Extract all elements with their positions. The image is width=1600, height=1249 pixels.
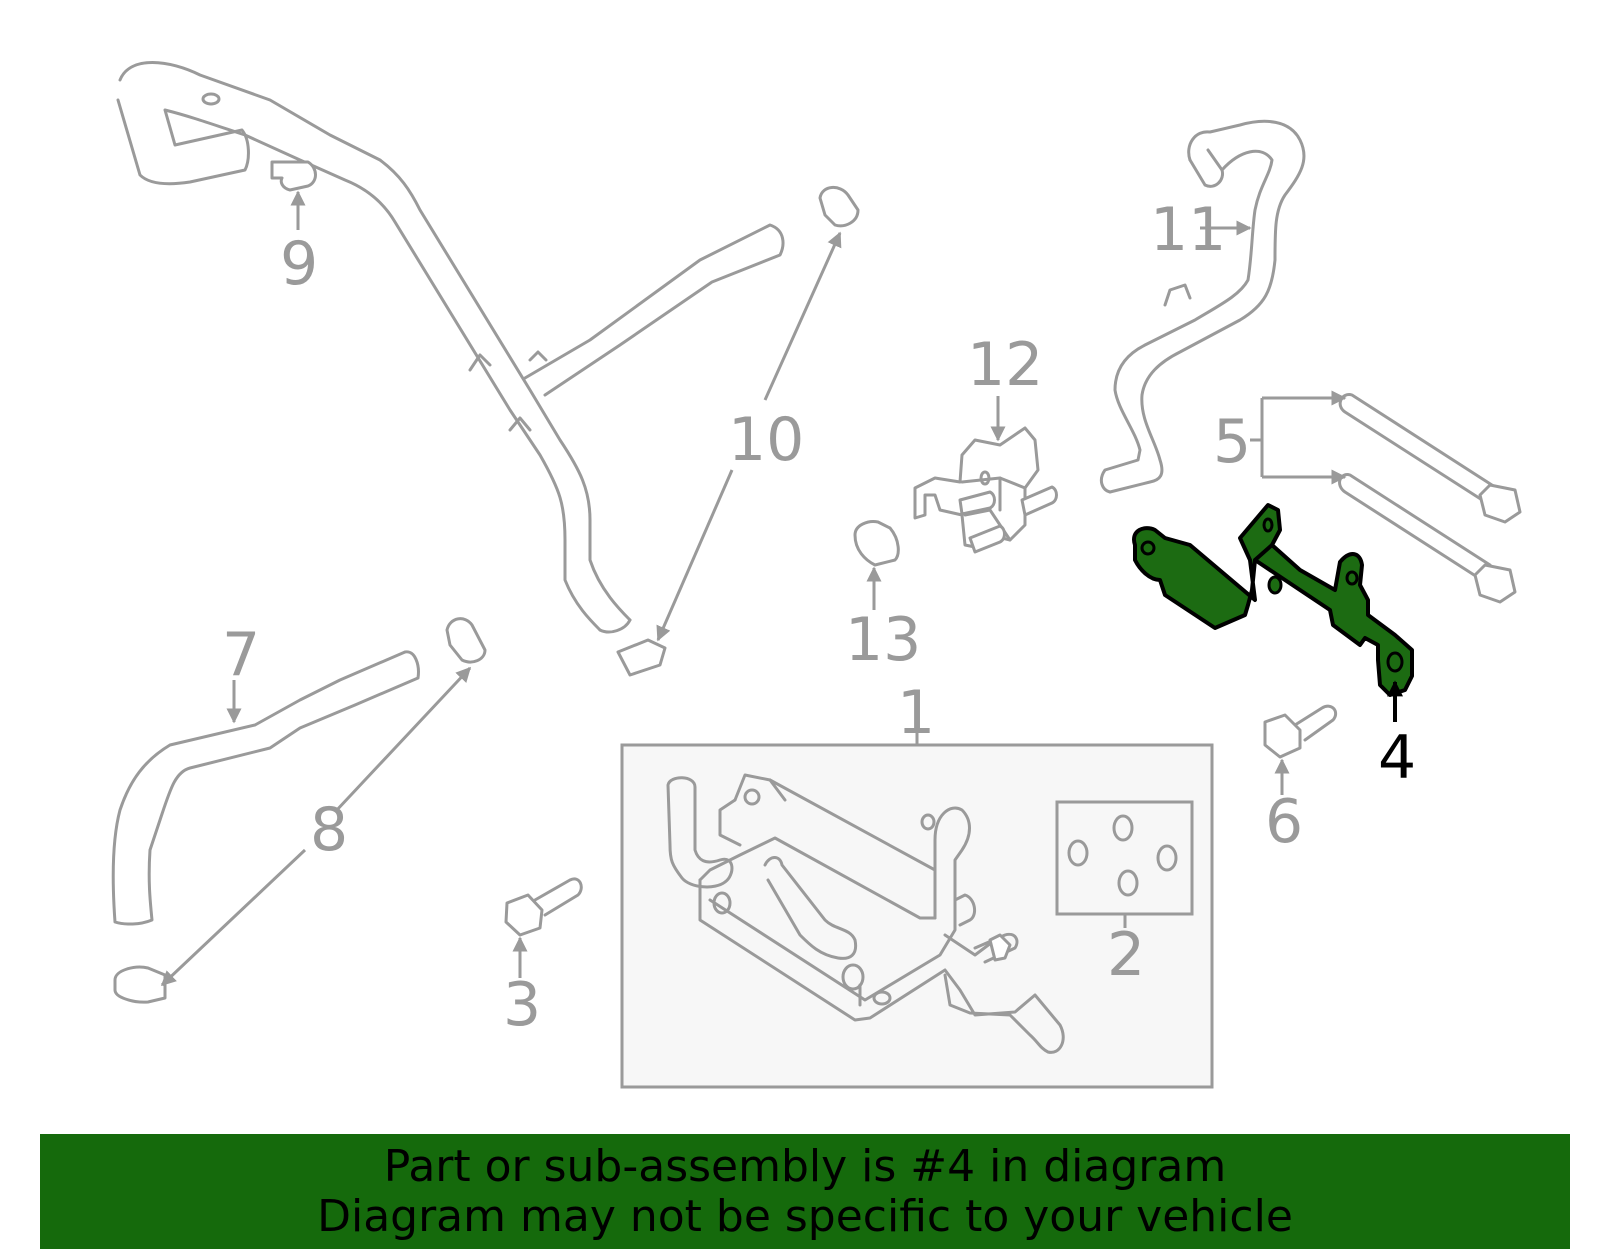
clamp-10-lower [616, 638, 667, 677]
callout-12: 12 [967, 330, 1043, 400]
bracket-4-highlighted [1132, 503, 1414, 697]
clamp-10-upper [818, 186, 860, 228]
callout-3: 3 [503, 970, 541, 1040]
hose-11 [1099, 119, 1306, 494]
info-banner: Part or sub-assembly is #4 in diagram Di… [40, 1134, 1570, 1249]
callout-10: 10 [728, 405, 804, 475]
callout-8: 8 [310, 795, 348, 865]
callout-6: 6 [1265, 787, 1303, 857]
callout-4: 4 [1378, 723, 1416, 793]
bolts-5 [1338, 393, 1522, 604]
hose-7 [111, 650, 420, 926]
banner-line-1: Part or sub-assembly is #4 in diagram [383, 1140, 1227, 1192]
callout-11: 11 [1150, 195, 1226, 265]
clamp-9 [270, 160, 317, 192]
callout-9: 9 [280, 229, 318, 299]
bolt-6 [1263, 704, 1338, 759]
fitting-13 [853, 520, 900, 567]
callout-1: 1 [897, 678, 935, 748]
gasket-box-2 [1055, 800, 1194, 928]
valve-12 [913, 426, 1058, 554]
clamp-8-upper [445, 617, 487, 664]
callout-7: 7 [222, 620, 260, 690]
clamp-8-lower [113, 965, 167, 1004]
callout-5: 5 [1213, 407, 1251, 477]
banner-line-2: Diagram may not be specific to your vehi… [317, 1190, 1293, 1242]
callout-2: 2 [1107, 920, 1145, 990]
callout-13: 13 [845, 605, 921, 675]
upper-coolant-hose [116, 61, 785, 634]
bolt-3 [504, 877, 583, 937]
